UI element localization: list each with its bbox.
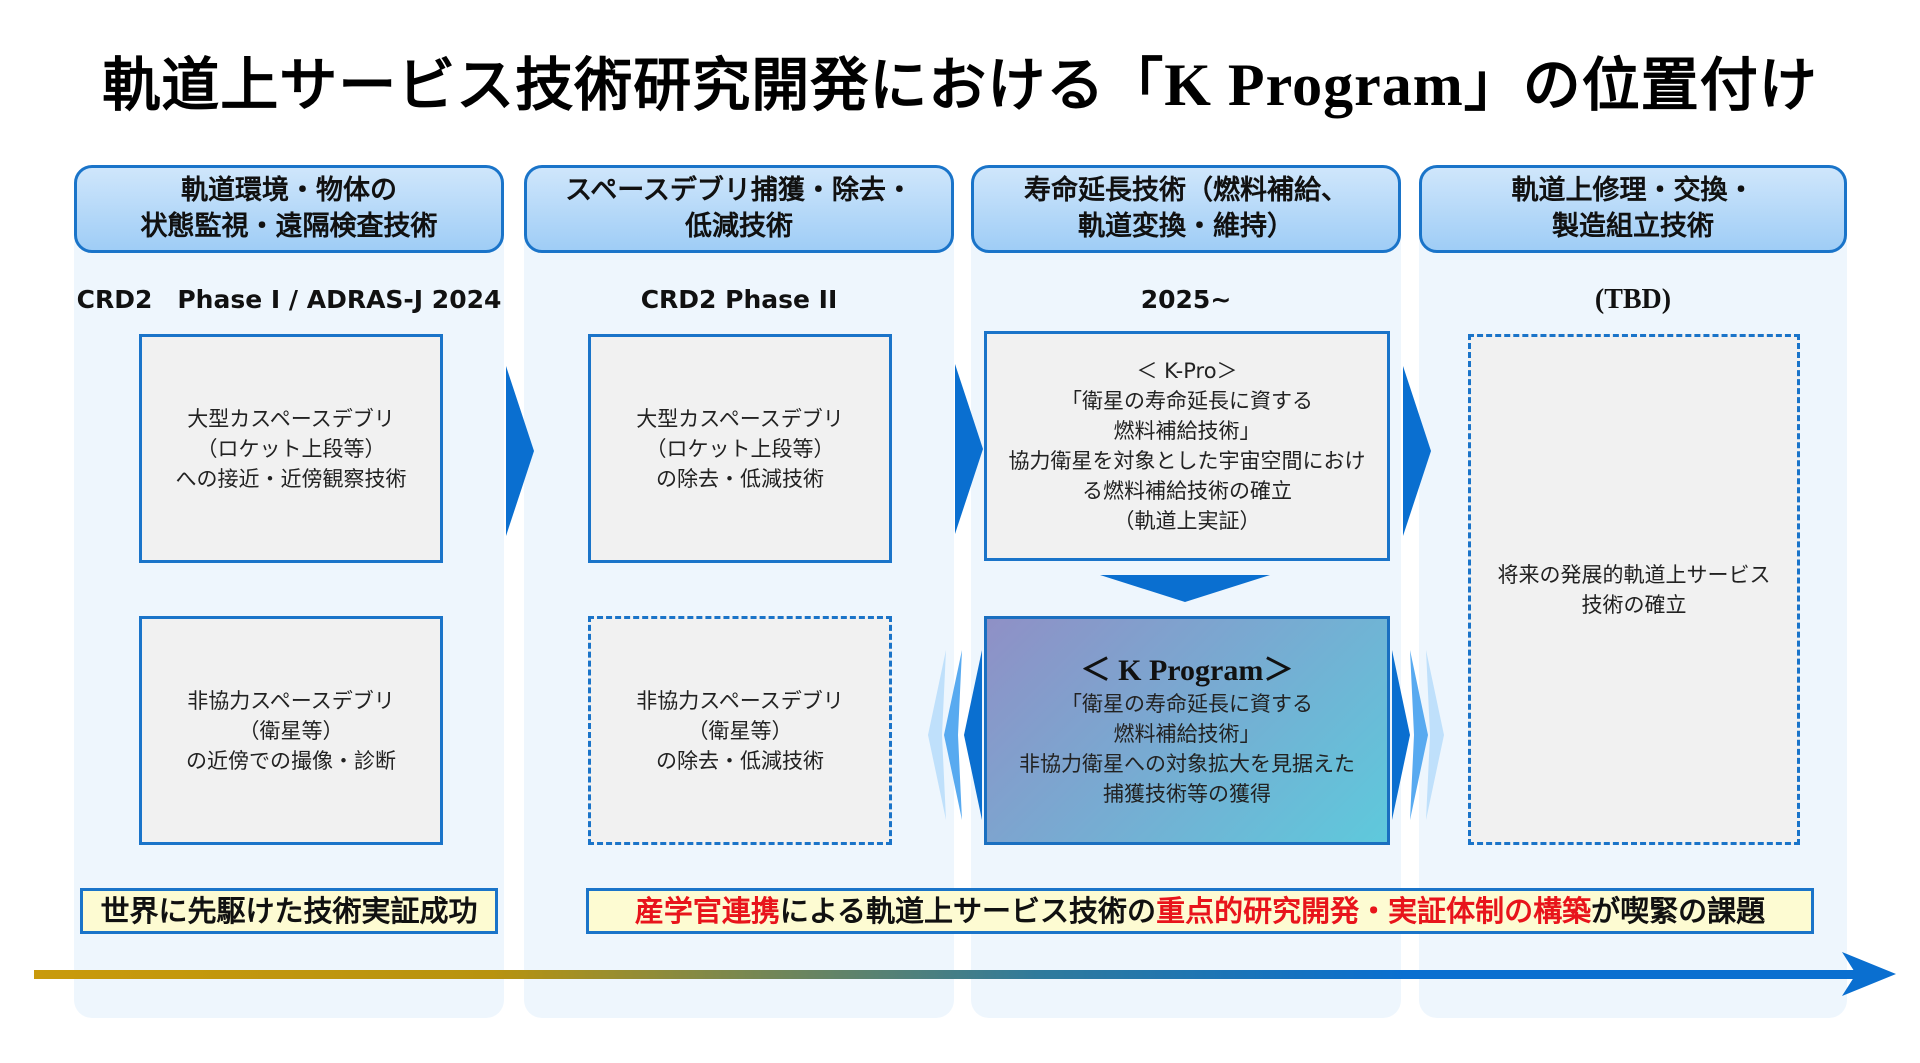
header-line: 軌道変換・維持）	[1078, 211, 1294, 242]
box-line: （衛星等）	[238, 718, 344, 743]
callout-highlight: 重点的研究開発・実証体制の構築	[1156, 894, 1592, 928]
chevron-right-icon	[1392, 650, 1444, 820]
box-line: ＜ K-Pro＞	[1136, 359, 1238, 383]
header-line: 低減技術	[685, 211, 793, 242]
callout-challenge: 産学官連携による軌道上サービス技術の重点的研究開発・実証体制の構築が喫緊の課題	[586, 888, 1814, 934]
chevron-right-icon	[506, 366, 534, 536]
column-header-monitoring: 軌道環境・物体の 状態監視・遠隔検査技術	[74, 165, 504, 253]
callout-text: による軌道上サービス技術の	[779, 894, 1157, 928]
tech-box-k-program: ＜ K Program＞ 「衛星の寿命延長に資する 燃料補給技術」 非協力衛星へ…	[984, 616, 1390, 845]
column-header-debris-removal: スペースデブリ捕獲・除去・ 低減技術	[524, 165, 954, 253]
box-line: 燃料補給技術」	[1113, 721, 1261, 746]
box-line: の除去・低減技術	[656, 466, 824, 491]
title-suffix: 」の位置付け	[1463, 51, 1818, 119]
header-line: スペースデブリ捕獲・除去・	[565, 175, 913, 206]
tech-box-noncooperative-imaging: 非協力スペースデブリ （衛星等） の近傍での撮像・診断	[139, 616, 443, 845]
callout-highlight: 産学官連携	[634, 894, 780, 928]
page-title: 軌道上サービス技術研究開発における「K Program」の位置付け	[0, 38, 1920, 122]
chevron-left-icon	[928, 650, 982, 820]
header-line: 製造組立技術	[1552, 211, 1714, 242]
chevron-right-icon	[955, 364, 983, 534]
box-line: 技術の確立	[1581, 592, 1687, 617]
header-line: 状態監視・遠隔検査技術	[140, 211, 438, 242]
box-line: 「衛星の寿命延長に資する	[1061, 691, 1313, 716]
callout-text: が喫緊の課題	[1591, 894, 1766, 928]
k-program-title: ＜ K Program＞	[1080, 653, 1294, 687]
box-line: への接近・近傍観察技術	[175, 466, 407, 491]
column-panel-debris-removal	[524, 165, 954, 1018]
tech-box-k-pro: ＜ K-Pro＞ 「衛星の寿命延長に資する 燃料補給技術」 協力衛星を対象とした…	[984, 331, 1390, 561]
box-line: 「衛星の寿命延長に資する	[1061, 389, 1313, 413]
box-line: 非協力スペースデブリ	[636, 688, 844, 713]
timeline-arrow	[34, 952, 1896, 996]
tech-box-noncooperative-removal: 非協力スペースデブリ （衛星等） の除去・低減技術	[588, 616, 892, 845]
header-line: 軌道環境・物体の	[181, 175, 397, 206]
box-line: 非協力スペースデブリ	[187, 688, 395, 713]
phase-label-monitoring: CRD2 Phase I / ADRAS-J 2024	[76, 285, 502, 314]
column-panel-monitoring	[74, 165, 504, 1018]
chevron-right-icon	[1403, 366, 1431, 536]
header-line: 寿命延長技術（燃料補給、	[1024, 175, 1348, 206]
tech-box-large-debris-removal: 大型カスペースデブリ （ロケット上段等） の除去・低減技術	[588, 334, 892, 563]
box-line: 大型カスペースデブリ	[187, 406, 395, 431]
column-header-life-extension: 寿命延長技術（燃料補給、 軌道変換・維持）	[971, 165, 1401, 253]
box-line: 協力衛星を対象とした宇宙空間におけ	[1008, 449, 1366, 473]
box-line: （衛星等）	[687, 718, 793, 743]
box-line: の除去・低減技術	[656, 748, 824, 773]
box-line: の近傍での撮像・診断	[186, 748, 396, 773]
title-program: K Program	[1164, 52, 1464, 118]
phase-label-life-extension: 2025~	[1140, 285, 1232, 314]
box-line: （ロケット上段等）	[645, 436, 835, 461]
box-line: 大型カスペースデブリ	[636, 406, 844, 431]
title-prefix: 軌道上サービス技術研究開発における「	[102, 51, 1165, 119]
header-line: 軌道上修理・交換・	[1511, 175, 1755, 206]
box-line: 将来の発展的軌道上サービス	[1497, 562, 1771, 587]
box-line: 燃料補給技術」	[1113, 419, 1261, 443]
box-line: る燃料補給技術の確立	[1082, 479, 1292, 503]
phase-label-debris-removal: CRD2 Phase II	[640, 285, 838, 314]
column-header-repair: 軌道上修理・交換・ 製造組立技術	[1419, 165, 1847, 253]
phase-label-repair: (TBD)	[1594, 284, 1672, 315]
box-line: （ロケット上段等）	[196, 436, 386, 461]
tech-box-large-debris-approach: 大型カスペースデブリ （ロケット上段等） への接近・近傍観察技術	[139, 334, 443, 563]
box-line: 捕獲技術等の獲得	[1103, 781, 1271, 806]
box-line: （軌道上実証）	[1113, 509, 1261, 533]
callout-achievement: 世界に先駆けた技術実証成功	[80, 888, 498, 934]
box-line: 非協力衛星への対象拡大を見据えた	[1019, 751, 1355, 776]
tech-box-future-services: 将来の発展的軌道上サービス 技術の確立	[1468, 334, 1800, 845]
chevron-down-icon	[1100, 575, 1270, 602]
